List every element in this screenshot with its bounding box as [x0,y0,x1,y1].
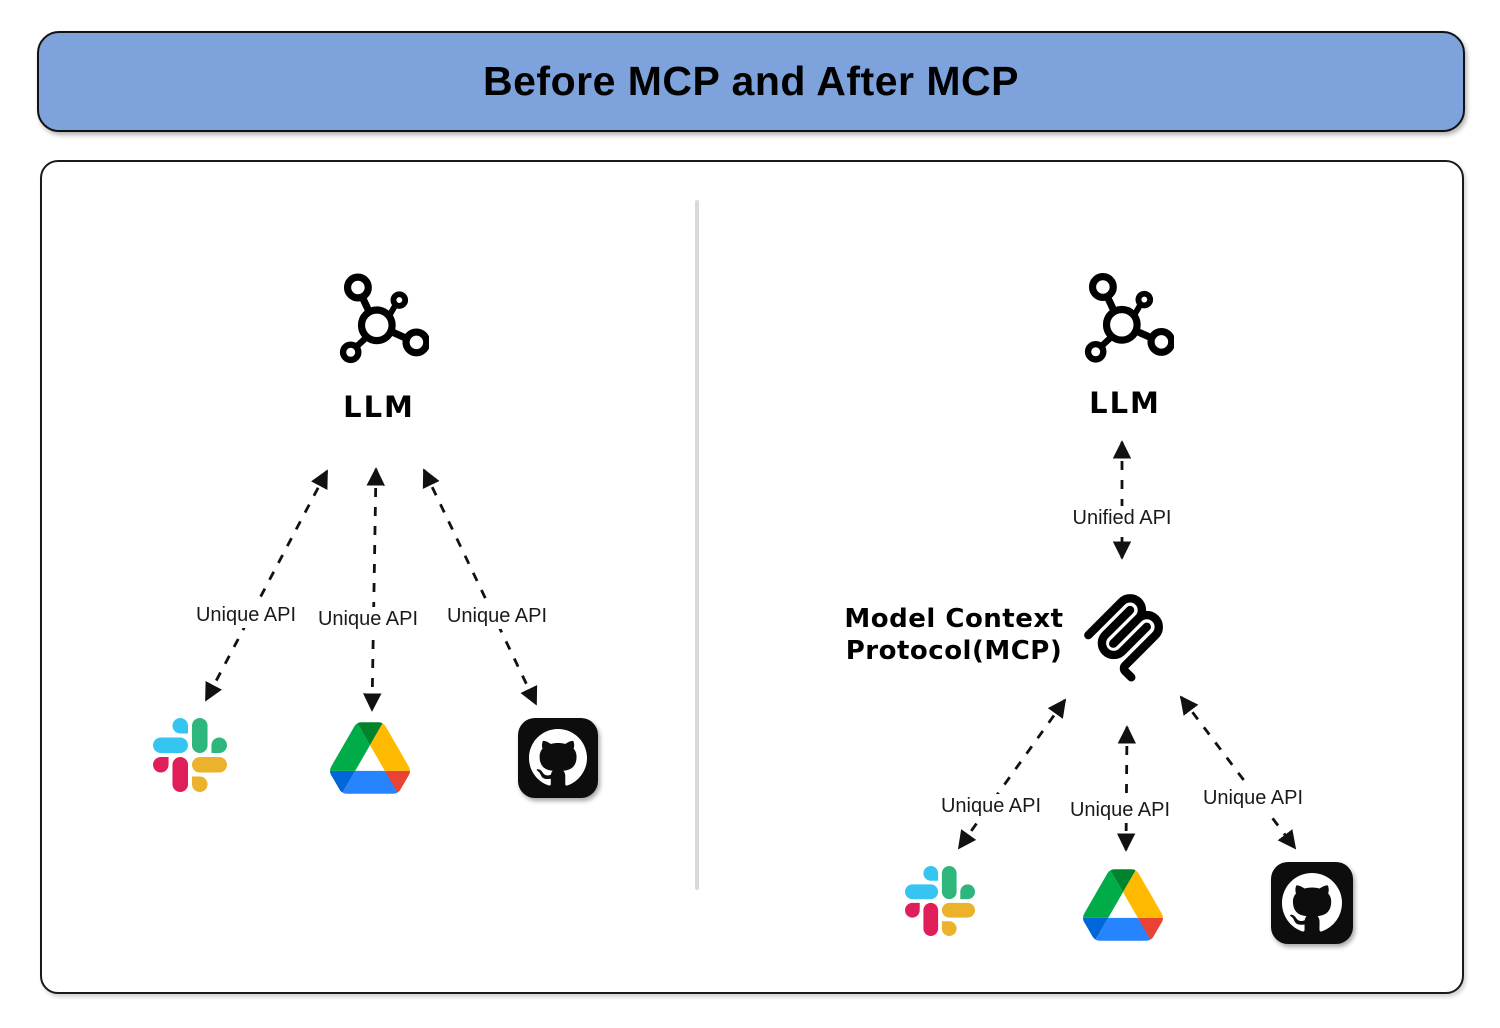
page-title: Before MCP and After MCP [483,58,1019,104]
github-icon [1271,862,1353,944]
before-llm-label: LLM [343,390,415,424]
slack-icon [905,866,975,936]
github-octocat-mark [1282,873,1342,932]
google-drive-icon [330,722,410,794]
after-unique-api-label-3: Unique API [1198,786,1308,811]
mcp-label-line1: Model Context [844,604,1064,634]
before-unique-api-label-3: Unique API [442,604,552,629]
panel-divider [695,200,699,890]
after-unique-api-label-2: Unique API [1065,798,1175,823]
after-unique-api-label-1: Unique API [936,794,1046,819]
diagram-panel [40,160,1464,994]
before-unique-api-label-1: Unique API [191,603,301,628]
molecule-llm-icon [339,273,429,364]
google-drive-icon [1083,869,1163,941]
before-unique-api-label-2: Unique API [313,607,423,632]
github-icon [518,718,598,798]
molecule-llm-icon [1084,273,1174,363]
mcp-label-line2: Protocol(MCP) [845,636,1063,666]
github-octocat-mark [529,729,587,786]
header-banner: Before MCP and After MCP [37,31,1465,132]
slack-icon [153,718,227,792]
unified-api-label: Unified API [1068,506,1176,531]
mcp-logo-icon [1084,594,1163,682]
after-llm-label: LLM [1089,386,1161,420]
